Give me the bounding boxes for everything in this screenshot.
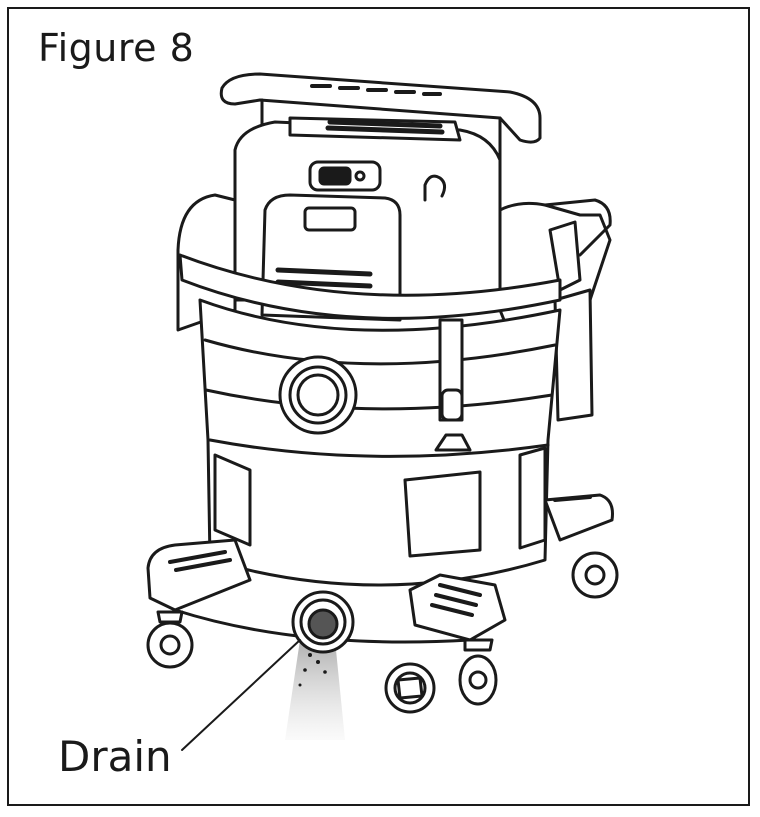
spray-dots <box>298 653 327 687</box>
caster-wheel-icon <box>458 638 498 706</box>
motor-head <box>233 116 502 322</box>
figure-title: Figure 8 <box>38 26 195 70</box>
caster-wheel-icon <box>146 610 194 669</box>
caster-wheel-icon <box>571 551 619 599</box>
tank-body <box>198 298 562 587</box>
figure-frame <box>7 7 750 806</box>
drain-cap-icon <box>384 662 436 714</box>
drain-port-icon <box>291 590 355 654</box>
drain-spray <box>285 640 345 740</box>
drain-callout-label: Drain <box>58 732 172 781</box>
callout-leader <box>181 639 301 751</box>
base-dolly <box>146 493 619 706</box>
